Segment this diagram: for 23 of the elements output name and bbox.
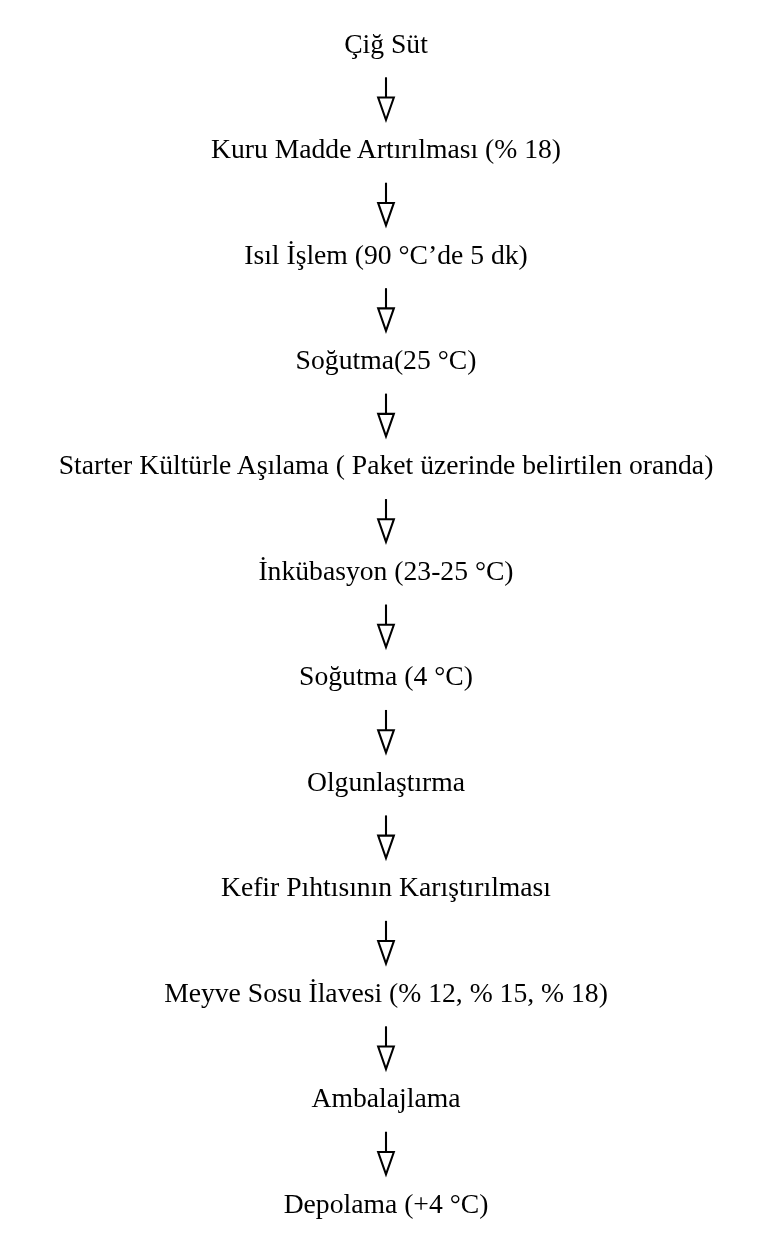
- arrow: [376, 1131, 396, 1178]
- arrow: [376, 499, 396, 545]
- node-text: Soğutma(25 °C): [295, 343, 477, 375]
- node-text: Starter Kültürle Aşılama ( Paket üzerinde belirtilen oranda): [58, 449, 714, 481]
- node-text: Isıl İşlem (90 °C’de 5 dk): [244, 238, 528, 270]
- node-text: Depolama (+4 °C): [283, 1187, 489, 1219]
- node-text: Soğutma (4 °C): [299, 660, 473, 692]
- arrow: [376, 77, 396, 124]
- arrow: [376, 1026, 396, 1073]
- arrow: [376, 604, 396, 651]
- arrow: [376, 393, 396, 440]
- node-text: Ambalajlama: [311, 1082, 461, 1114]
- arrow: [376, 815, 396, 862]
- node-text: Çiğ Süt: [344, 27, 428, 59]
- node-text: İnkübasyon (23-25 °C): [258, 554, 514, 586]
- node-text: Meyve Sosu İlavesi (% 12, % 15, % 18): [164, 976, 608, 1008]
- arrow: [376, 182, 396, 229]
- node-text: Olgunlaştırma: [306, 765, 466, 797]
- arrow: [376, 709, 396, 756]
- node-text: Kuru Madde Artırılması (% 18): [210, 133, 562, 165]
- arrow: [376, 288, 396, 334]
- arrow: [376, 920, 396, 967]
- node-text: Kefir Pıhtısının Karıştırılması: [220, 871, 552, 903]
